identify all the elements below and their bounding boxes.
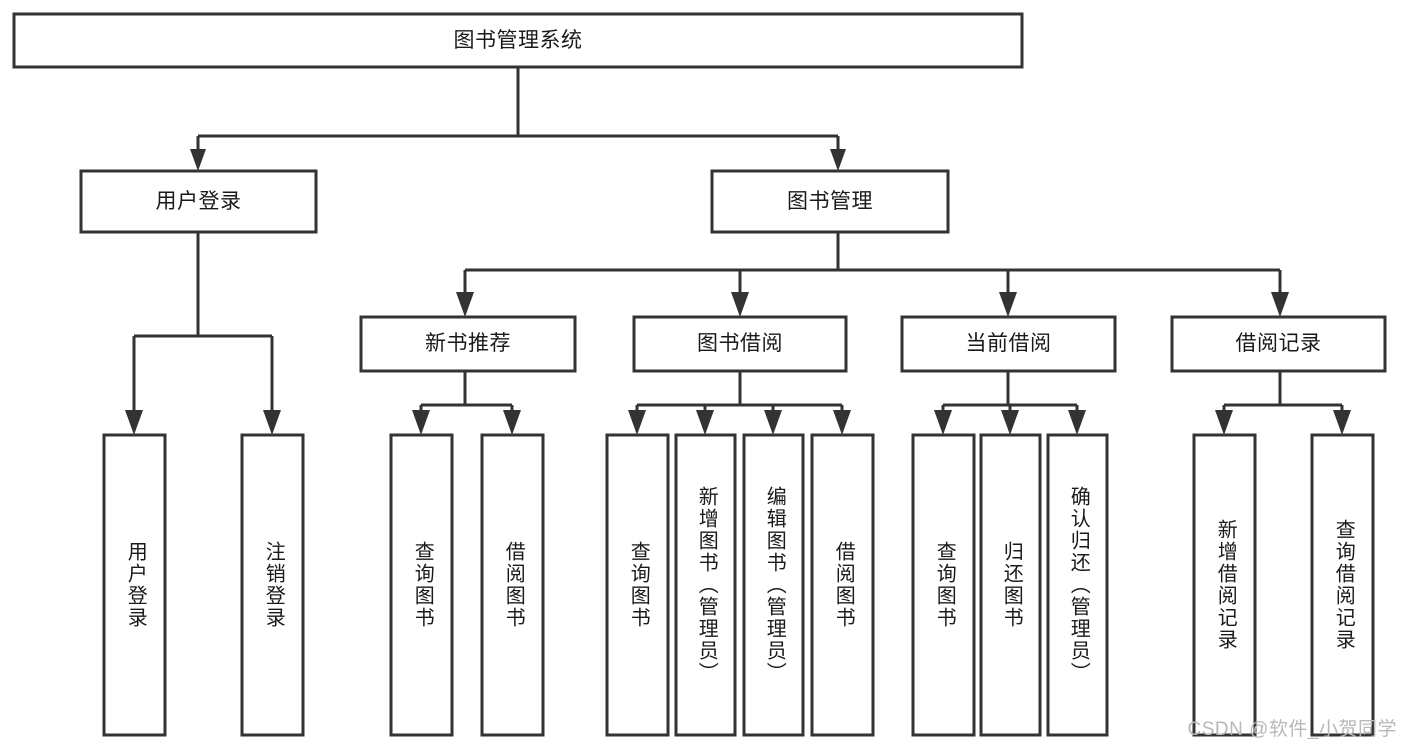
connector-bookborrow-to-leaves	[628, 371, 851, 435]
connector-root-to-level2	[190, 67, 846, 171]
arrow-head-icon	[731, 292, 749, 317]
connector-bookmgmt-to-level3	[456, 232, 1289, 317]
connector-newbook-to-leaves	[412, 371, 521, 435]
node-box-new-book-recommend[interactable]	[359, 315, 577, 373]
arrow-head-icon	[934, 410, 952, 435]
node-box-leaf-current-borrow-2[interactable]	[1046, 433, 1109, 737]
node-box-leaf-new-book-1[interactable]	[480, 433, 545, 737]
arrow-head-icon	[628, 410, 646, 435]
node-box-leaf-book-borrow-1[interactable]	[674, 433, 737, 737]
node-box-leaf-current-borrow-0[interactable]	[911, 433, 976, 737]
arrow-head-icon	[125, 410, 143, 435]
arrow-head-icon	[999, 292, 1017, 317]
node-box-leaf-user-login-1[interactable]	[240, 433, 305, 737]
node-box-current-borrow[interactable]	[900, 315, 1117, 373]
node-box-leaf-borrow-record-0[interactable]	[1192, 433, 1257, 737]
arrow-head-icon	[830, 149, 846, 171]
arrow-head-icon	[1271, 292, 1289, 317]
node-box-leaf-book-borrow-0[interactable]	[605, 433, 670, 737]
watermark-text: CSDN @软件_小贺同学	[1187, 719, 1397, 740]
node-box-borrow-record[interactable]	[1170, 315, 1387, 373]
arrow-head-icon	[833, 410, 851, 435]
node-box-book-borrow[interactable]	[632, 315, 848, 373]
arrow-head-icon	[412, 410, 430, 435]
arrow-head-icon	[503, 410, 521, 435]
node-box-leaf-book-borrow-3[interactable]	[810, 433, 875, 737]
arrow-head-icon	[456, 292, 474, 317]
node-box-leaf-book-borrow-2[interactable]	[742, 433, 805, 737]
node-box-leaf-user-login-0[interactable]	[102, 433, 167, 737]
arrow-head-icon	[1215, 410, 1233, 435]
arrow-head-icon	[696, 410, 714, 435]
node-box-root[interactable]	[12, 12, 1024, 69]
arrow-head-icon	[764, 410, 782, 435]
node-box-leaf-new-book-0[interactable]	[389, 433, 454, 737]
arrow-head-icon	[263, 410, 281, 435]
node-box-leaf-current-borrow-1[interactable]	[979, 433, 1042, 737]
node-box-user-login[interactable]	[79, 169, 318, 234]
arrow-head-icon	[1001, 410, 1019, 435]
arrow-head-icon	[1068, 410, 1086, 435]
arrow-head-icon	[1333, 410, 1351, 435]
node-box-leaf-borrow-record-1[interactable]	[1310, 433, 1375, 737]
arrow-head-icon	[190, 149, 206, 171]
node-box-book-management[interactable]	[710, 169, 950, 234]
connector-borrowrecord-to-leaves	[1215, 371, 1351, 435]
connector-userlogin-to-leaves	[125, 232, 281, 435]
connector-currentborrow-to-leaves	[934, 371, 1086, 435]
